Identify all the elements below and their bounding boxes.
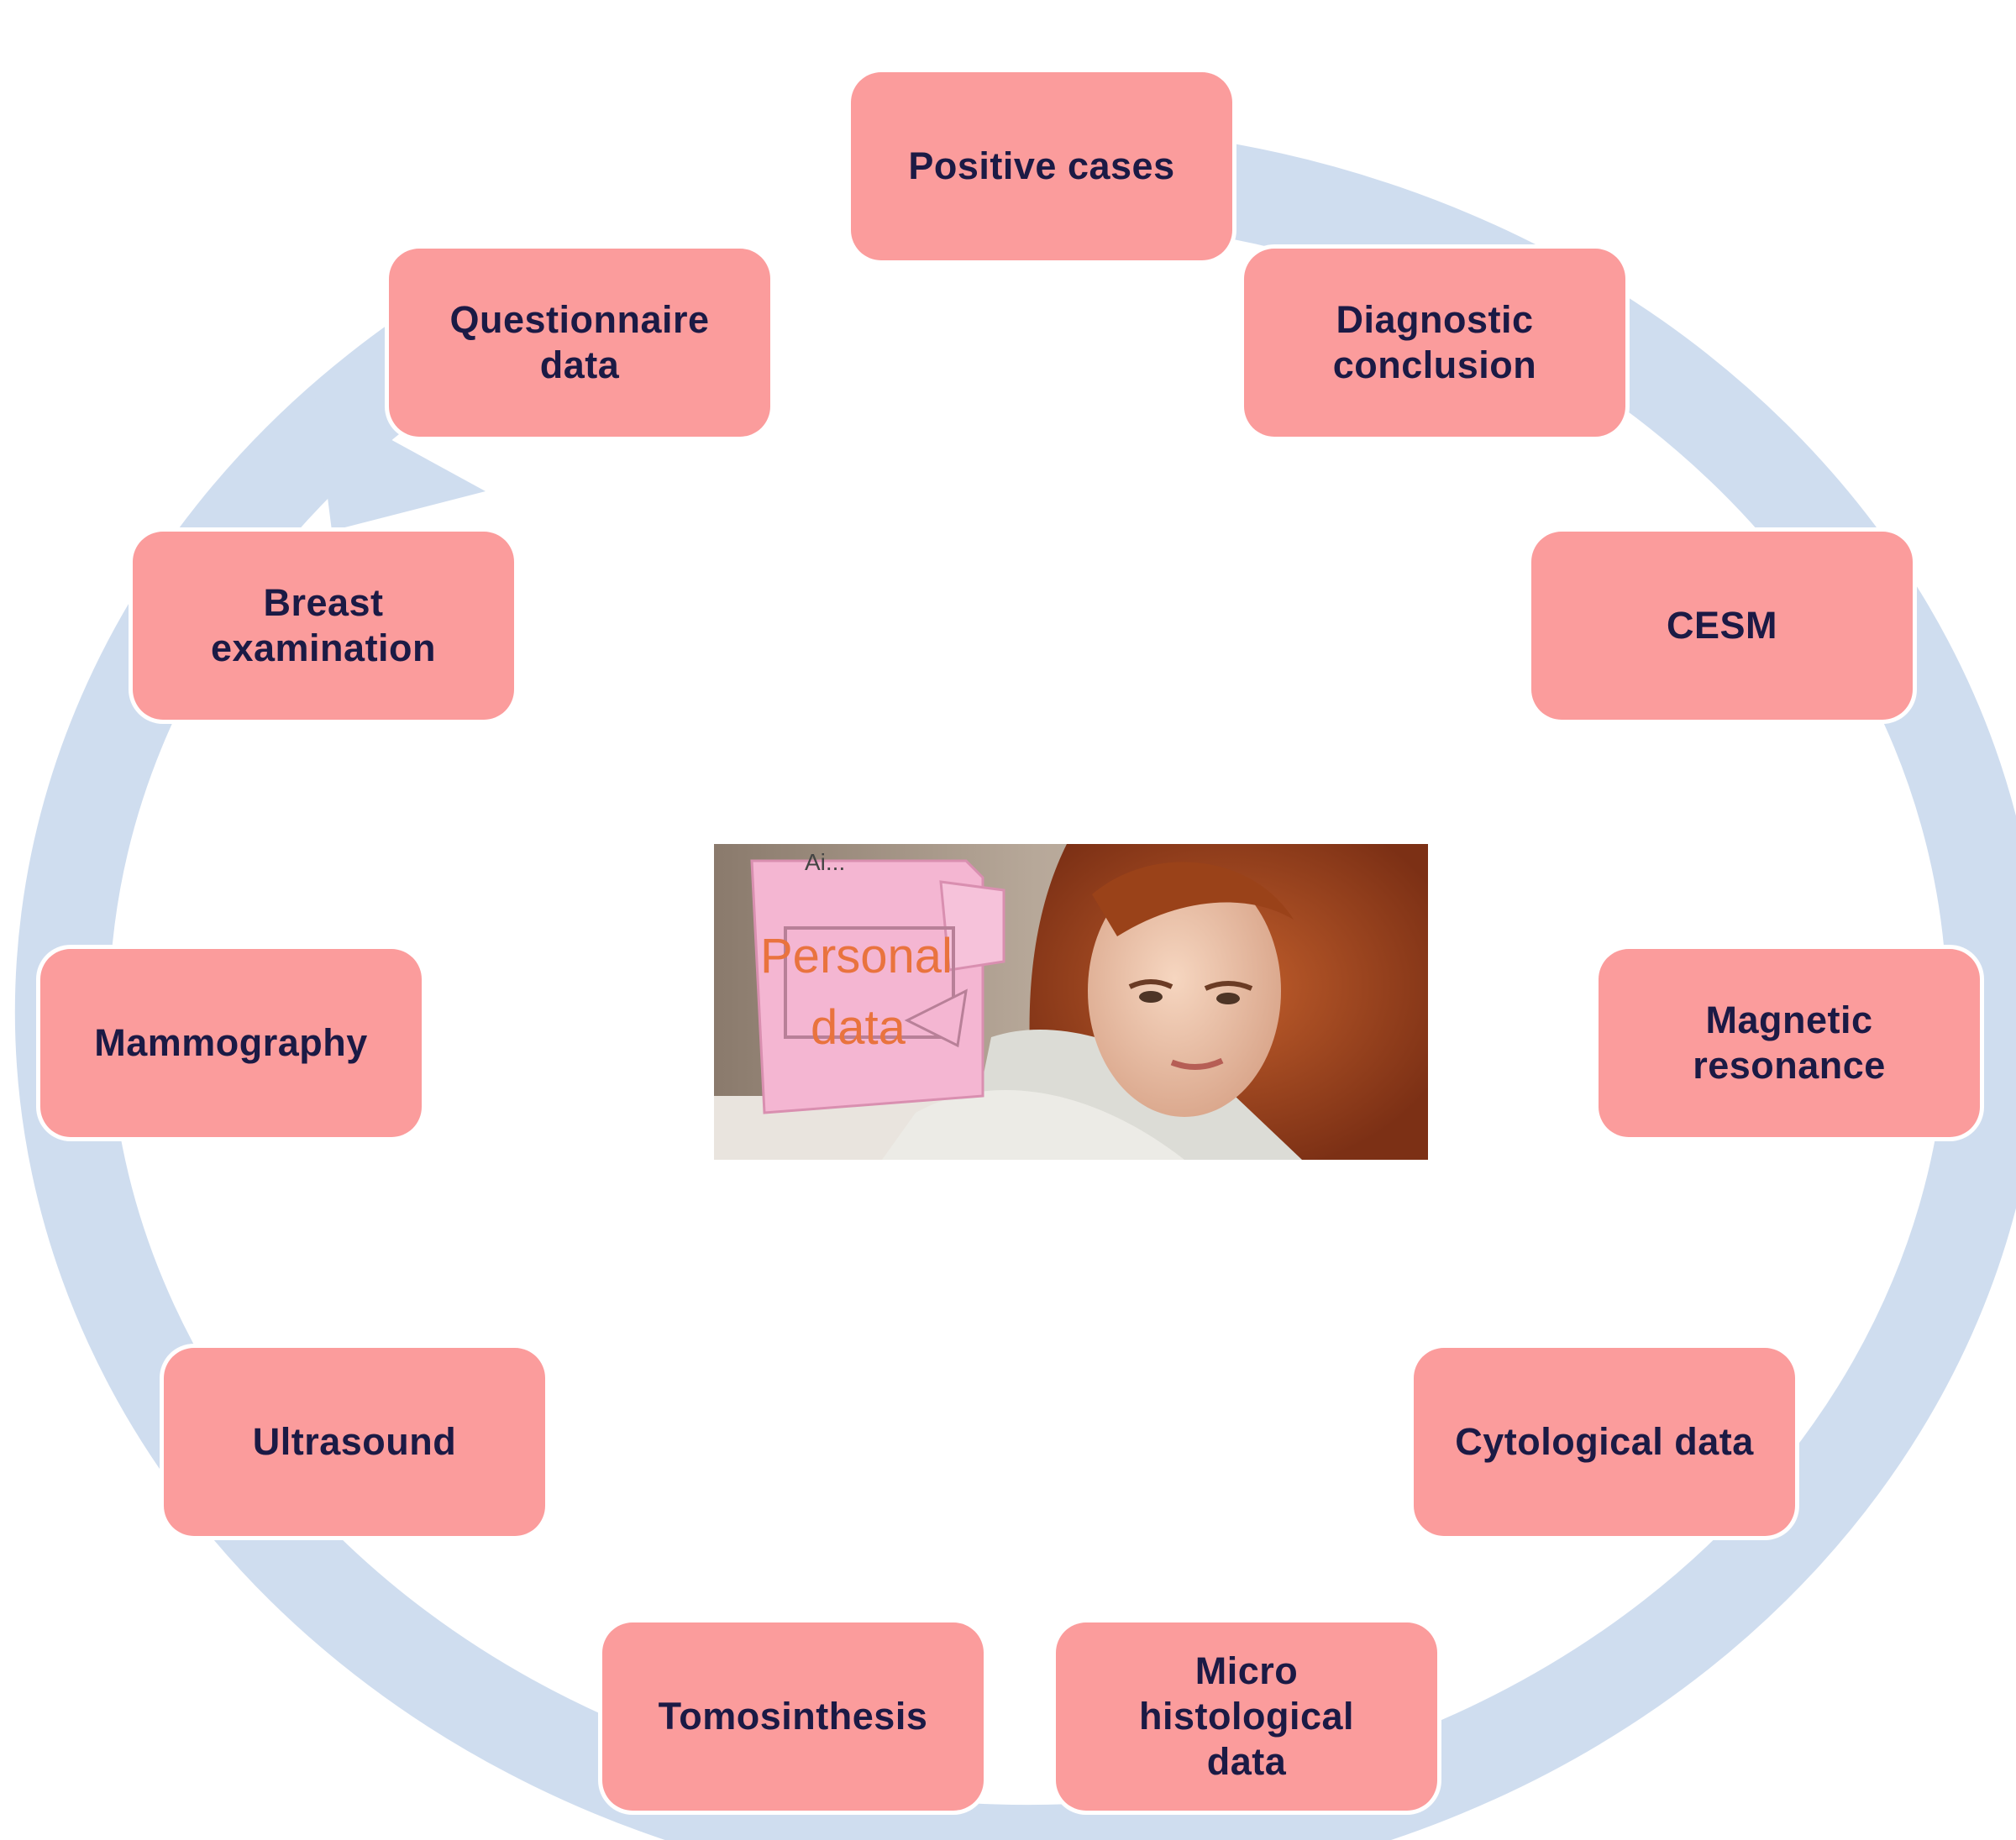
folder-tab-text: Ai... (805, 849, 846, 875)
node-label: CESM (1666, 604, 1777, 647)
node-label: Positive cases (908, 144, 1175, 187)
node-label: Micro histological data (1138, 1649, 1355, 1783)
node-label: Questionnaire data (449, 298, 710, 386)
node-label: Diagnostic conclusion (1332, 298, 1537, 386)
node-positive-cases: Positive cases (851, 72, 1232, 260)
cycle-arrowhead-icon (315, 398, 486, 531)
node-cytological-data: Cytological data (1414, 1348, 1795, 1536)
node-label: Breast examination (210, 581, 437, 669)
node-label: Ultrasound (252, 1420, 457, 1463)
node-label: Cytological data (1455, 1420, 1754, 1463)
folder-label-data: data (811, 1000, 906, 1055)
node-ultrasound: Ultrasound (164, 1348, 545, 1536)
center-personal-data-image: Ai... Personal data (714, 844, 1428, 1160)
node-label: Tomosinthesis (658, 1695, 928, 1738)
node-label: Magnetic resonance (1693, 999, 1886, 1087)
node-cesm: CESM (1531, 532, 1913, 720)
node-mammography: Mammography (40, 949, 422, 1137)
node-micro-histological-data: Micro histological data (1056, 1622, 1437, 1811)
woman-portrait-photo (714, 844, 1428, 1160)
node-label: Mammography (94, 1021, 368, 1064)
node-breast-examination: Breast examination (133, 532, 514, 720)
node-tomosinthesis: Tomosinthesis (602, 1622, 984, 1811)
node-magnetic-resonance: Magnetic resonance (1599, 949, 1980, 1137)
folder-label-personal: Personal (760, 929, 953, 983)
node-questionnaire-data: Questionnaire data (389, 249, 770, 437)
node-diagnostic-conclusion: Diagnostic conclusion (1244, 249, 1625, 437)
